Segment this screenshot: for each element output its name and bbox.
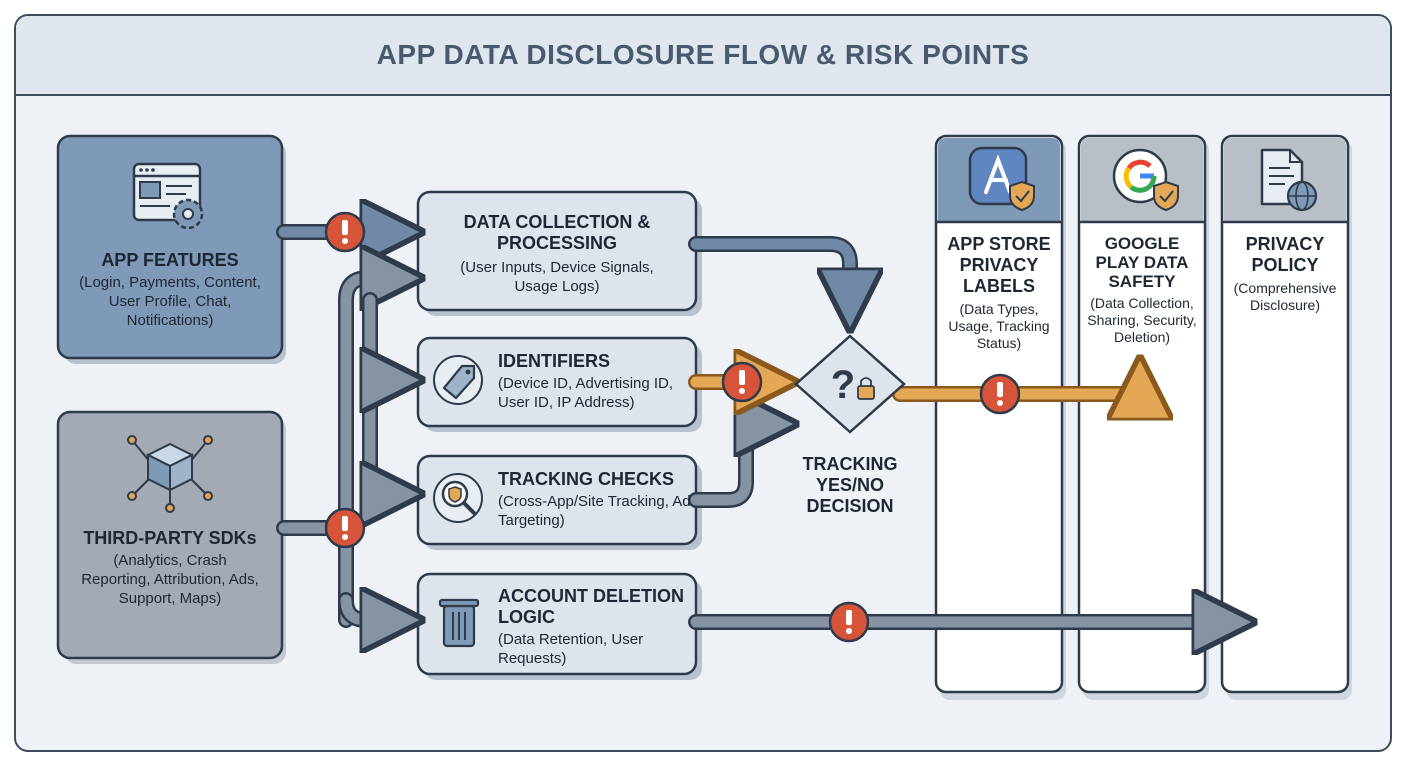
third-party-sdks-box xyxy=(56,410,286,664)
account-deletion-detail: (Data Retention, User Requests) xyxy=(498,631,644,667)
google-play-node: GOOGLE PLAY DATA SAFETY (Data Collection… xyxy=(1082,234,1202,346)
data-collection-detail: (User Inputs, Device Signals, Usage Logs… xyxy=(460,259,654,295)
magnifier-shield-icon xyxy=(433,473,483,523)
document-globe-icon xyxy=(1260,148,1318,212)
risk-marker-icon xyxy=(324,507,366,549)
tracking-checks-node: TRACKING CHECKS (Cross-App/Site Tracking… xyxy=(498,469,694,530)
app-store-title: APP STORE PRIVACY LABELS xyxy=(947,234,1051,296)
third-party-sdks-title: THIRD-PARTY SDKs xyxy=(83,528,257,548)
google-shield-icon xyxy=(1112,148,1179,212)
account-deletion-title: ACCOUNT DELETION LOGIC xyxy=(498,586,684,627)
tracking-checks-box xyxy=(416,454,702,550)
app-features-node: APP FEATURES (Login, Payments, Content, … xyxy=(62,250,278,330)
data-collection-box xyxy=(416,190,702,316)
google-play-title: GOOGLE PLAY DATA SAFETY xyxy=(1095,234,1189,291)
tracking-checks-detail: (Cross-App/Site Tracking, Ad Targeting) xyxy=(498,493,691,529)
identifiers-node: IDENTIFIERS (Device ID, Advertising ID, … xyxy=(498,351,694,412)
risk-marker-icon xyxy=(324,211,366,253)
trash-icon xyxy=(438,598,480,648)
data-collection-node: DATA COLLECTION & PROCESSING (User Input… xyxy=(432,212,682,296)
app-store-node: APP STORE PRIVACY LABELS (Data Types, Us… xyxy=(940,234,1058,352)
svg-text:?: ? xyxy=(831,363,855,407)
app-store-shield-icon xyxy=(968,146,1035,212)
privacy-policy-detail: (Comprehensive Disclosure) xyxy=(1233,280,1337,313)
app-features-title: APP FEATURES xyxy=(101,250,239,270)
privacy-policy-title: PRIVACY POLICY xyxy=(1245,234,1325,275)
connector-arrows xyxy=(276,232,1230,622)
third-party-sdks-detail: (Analytics, Crash Reporting, Attribution… xyxy=(81,552,259,607)
risk-markers xyxy=(324,211,1021,643)
risk-marker-icon xyxy=(979,373,1021,415)
account-deletion-box xyxy=(416,572,702,680)
privacy-policy-column xyxy=(1220,134,1352,700)
decision-diamond xyxy=(794,334,906,434)
risk-marker-icon xyxy=(721,361,763,403)
tag-icon xyxy=(433,355,483,405)
data-collection-title: DATA COLLECTION & PROCESSING xyxy=(463,212,651,253)
network-cube-icon xyxy=(127,435,213,513)
app-store-detail: (Data Types, Usage, Tracking Status) xyxy=(948,301,1050,351)
app-features-box xyxy=(56,134,286,364)
browser-gear-icon xyxy=(132,162,204,230)
decision-label: TRACKING YES/NO DECISION xyxy=(802,454,898,516)
app-features-detail: (Login, Payments, Content, User Profile,… xyxy=(79,274,261,329)
identifiers-box xyxy=(416,336,702,432)
identifiers-detail: (Device ID, Advertising ID, User ID, IP … xyxy=(498,375,674,411)
google-play-detail: (Data Collection, Sharing, Security, Del… xyxy=(1087,295,1197,345)
account-deletion-node: ACCOUNT DELETION LOGIC (Data Retention, … xyxy=(498,586,684,668)
third-party-sdks-node: THIRD-PARTY SDKs (Analytics, Crash Repor… xyxy=(62,528,278,608)
question-lock-icon: ? xyxy=(831,363,875,407)
risk-marker-icon xyxy=(828,601,870,643)
diagram-title: APP DATA DISCLOSURE FLOW & RISK POINTS xyxy=(376,39,1030,70)
privacy-policy-node: PRIVACY POLICY (Comprehensive Disclosure… xyxy=(1225,234,1345,314)
title-bar: APP DATA DISCLOSURE FLOW & RISK POINTS xyxy=(16,16,1390,96)
tracking-checks-title: TRACKING CHECKS xyxy=(498,469,675,489)
identifiers-title: IDENTIFIERS xyxy=(498,351,611,371)
